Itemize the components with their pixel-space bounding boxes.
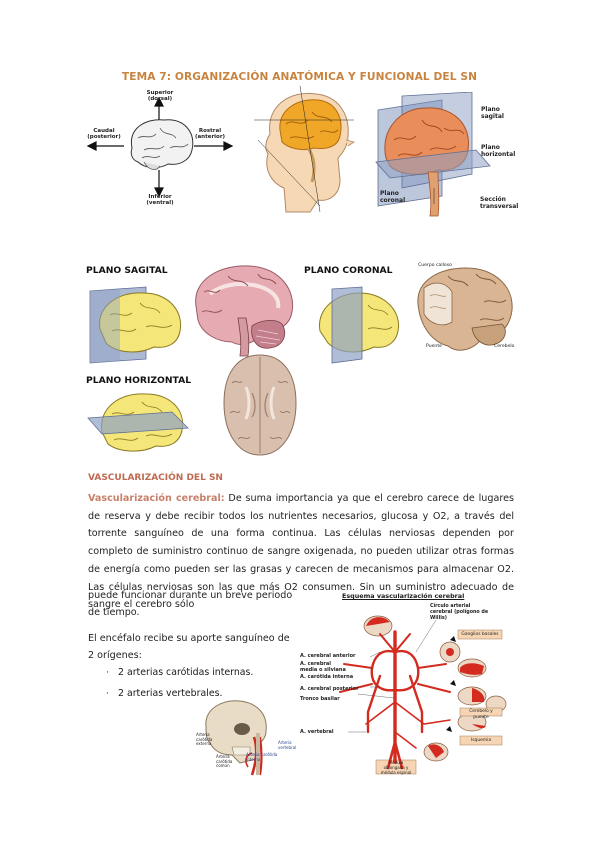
inferior-label: Inferior [148, 194, 172, 200]
superior-sub: (dorsal) [147, 96, 173, 102]
scheme-title: Esquema vascularización cerebral [342, 592, 465, 600]
skull-label-1: Arteria carótida externa [196, 732, 213, 747]
planes-figure: Plano sagital Plano horizontal Plano cor… [372, 92, 520, 222]
horizontal-plane-figure [86, 388, 190, 460]
list-item: 2 arterias carótidas internas. [88, 663, 298, 684]
scheme-box-3: Médula oblongada y médula espinal [380, 760, 412, 775]
coronal-section-image: Cuerpo calloso Puente Cerebelo [412, 262, 518, 360]
paragraph-body: De suma importancia ya que el cerebro ca… [88, 493, 514, 611]
vascularization-paragraph: Vascularización cerebral: De suma import… [88, 490, 514, 614]
skull-label-3: Arteria carótida interna [246, 752, 278, 762]
coronal-plane-figure [312, 285, 404, 365]
plano-coronal-heading: PLANO CORONAL [304, 265, 393, 276]
scheme-box-1: Cerebelo y puente [469, 709, 493, 720]
scheme-label-1: A. cerebral media o silviana [300, 661, 346, 673]
skull-label-2: Arteria carótida común [216, 754, 233, 769]
vascular-scheme: Esquema vascularización cerebral Círculo… [300, 592, 518, 778]
rostral-label: Rostral [198, 128, 222, 134]
page-title: TEMA 7: ORGANIZACIÓN ANATÓMICA Y FUNCION… [121, 71, 478, 83]
plano-sagital-heading: PLANO SAGITAL [86, 265, 168, 276]
rostral-sub: (anterior) [194, 134, 226, 140]
inferior-sub: (ventral) [146, 200, 174, 206]
scheme-circulo-label: Círculo arterial cerebral (polígono de W… [430, 604, 489, 621]
caudal-sub: (posterior) [87, 134, 121, 140]
section-heading: VASCULARIZACIÓN DEL SN [88, 473, 223, 483]
plano-horizontal-heading: PLANO HORIZONTAL [86, 375, 192, 386]
label-seccion-transversal: Sección transversal [480, 196, 519, 210]
sagittal-plane-figure [86, 285, 186, 365]
superior-label: Superior [146, 90, 174, 96]
directions-figure: Superior (dorsal) Inferior (ventral) Cau… [84, 88, 234, 210]
scheme-label-3: A. cerebral posterior [300, 686, 359, 692]
scheme-box-0: Ganglios basales [461, 632, 499, 637]
scheme-label-0: A. cerebral anterior [300, 653, 356, 659]
label-plano-coronal: Plano coronal [380, 190, 406, 204]
supply-list: 2 arterias carótidas internas. 2 arteria… [88, 663, 298, 704]
cuerpo-calloso-label: Cuerpo calloso [418, 263, 452, 268]
paragraph-end: puede funcionar durante un breve periodo… [88, 590, 293, 619]
label-plano-sagital: Plano sagital [481, 106, 504, 120]
caudal-label: Caudal [93, 128, 115, 134]
puente-label: Puente [426, 344, 442, 349]
label-plano-horizontal: Plano horizontal [481, 144, 516, 158]
sagittal-section-image [188, 262, 298, 358]
list-item: 2 arterias vertebrales. [88, 684, 298, 705]
supply-intro: El encéfalo recibe su aporte sanguíneo d… [88, 633, 290, 662]
scheme-label-2: A. carótida interna [300, 674, 354, 680]
horizontal-section-image [222, 353, 298, 457]
head-figure [250, 84, 358, 216]
scheme-label-4: Tronco basilar [300, 696, 340, 702]
scheme-label-5: A. vertebral [300, 729, 334, 735]
skull-label-4: Arteria vertebral [278, 740, 297, 750]
paragraph-lead: Vascularización cerebral: [88, 493, 225, 504]
scheme-box-2: Isquemia [470, 738, 492, 743]
cerebelo-label: Cerebelo [494, 344, 515, 349]
skull-figure: Arteria carótida externa Arteria carótid… [196, 697, 306, 777]
